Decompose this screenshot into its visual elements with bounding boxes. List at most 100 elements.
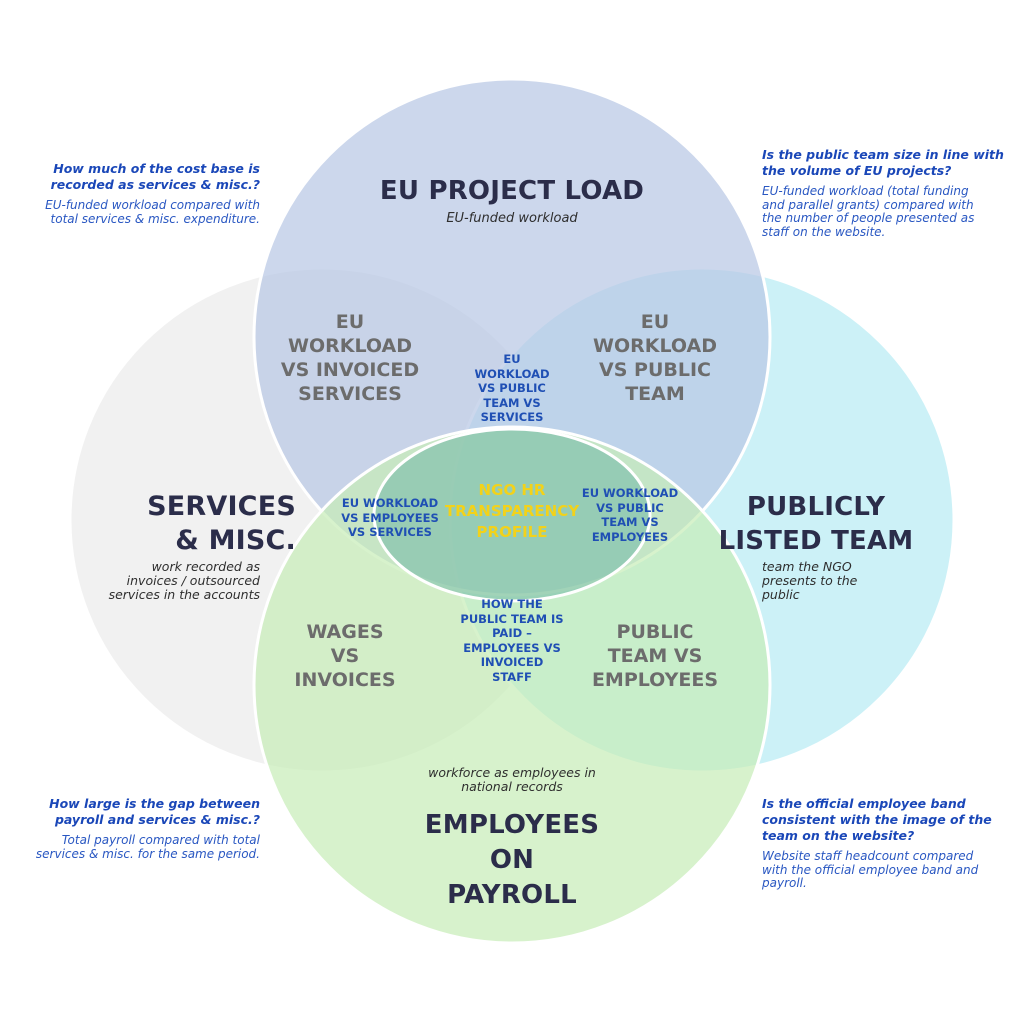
text-line: Is the public team size in line with xyxy=(762,147,1004,162)
employees-title-line1: EMPLOYEES xyxy=(424,810,600,840)
public-team-subtitle-line3: public xyxy=(762,587,800,602)
center-ngo-hr-transparency-profile: NGO HR TRANSPARENCY PROFILE xyxy=(432,480,592,543)
text-line: VS SERVICES xyxy=(348,525,432,539)
public-team-title-line1: PUBLICLY xyxy=(746,492,886,522)
employees-circle xyxy=(252,425,772,945)
services-title: SERVICES & MISC. xyxy=(90,490,296,558)
text-line: the volume of EU projects? xyxy=(762,163,952,178)
text-line: Total payroll compared with total xyxy=(61,833,260,847)
text-line: WORKLOAD xyxy=(592,335,717,357)
text-line: TEAM VS xyxy=(483,395,541,410)
text-line: EU-funded workload (total funding xyxy=(762,184,969,198)
text-line: NGO HR xyxy=(478,481,546,499)
eu-project-title: EU PROJECT LOAD xyxy=(379,176,645,206)
services-subtitle-line2: invoices / outsourced xyxy=(126,573,260,588)
text-line: TRANSPARENCY xyxy=(444,502,580,520)
text-line: EU xyxy=(335,311,365,333)
text-line: PUBLIC xyxy=(616,621,694,643)
public-team-subtitle-line1: team the NGO xyxy=(762,559,852,574)
text-line: How large is the gap between xyxy=(49,796,260,811)
services-subtitle: work recorded as invoices / outsourced s… xyxy=(60,560,260,602)
text-line: payroll. xyxy=(762,876,807,890)
text-line: VS PUBLIC xyxy=(478,381,546,395)
text-line: EU-funded workload compared with xyxy=(45,198,260,212)
services-subtitle-line1: work recorded as xyxy=(151,559,260,574)
public-team-title: PUBLICLY LISTED TEAM xyxy=(716,490,916,558)
text-line: WAGES xyxy=(306,621,384,643)
public-team-title-line2: LISTED TEAM xyxy=(718,526,914,556)
eu-project-subtitle: EU-funded workload xyxy=(446,211,578,226)
text-line: TEAM VS xyxy=(607,645,703,667)
text-line: and parallel grants) compared with xyxy=(762,197,974,212)
text-line: PAID – xyxy=(492,626,532,640)
text-line: PROFILE xyxy=(476,523,548,541)
text-line: SERVICES xyxy=(480,410,544,424)
employees-subtitle-line1: workforce as employees in xyxy=(428,765,596,780)
public-team-subtitle-line2: presents to the xyxy=(762,573,858,588)
employees-title-line2: ON xyxy=(489,845,535,875)
employees-title: EMPLOYEES ON PAYROLL xyxy=(362,808,662,913)
text-line: PUBLIC TEAM IS xyxy=(460,611,564,626)
text-line: services & misc. for the same period. xyxy=(35,846,260,861)
text-line: EU WORKLOAD xyxy=(581,486,679,500)
text-line: EU xyxy=(503,352,521,366)
text-line: TEAM VS xyxy=(601,515,659,529)
text-line: WORKLOAD xyxy=(474,366,550,381)
text-line: TEAM xyxy=(625,383,685,405)
public-team-subtitle: team the NGO presents to the public xyxy=(762,560,902,602)
text-line: Website staff headcount compared xyxy=(762,849,974,863)
text-line: the number of people presented as xyxy=(762,211,975,225)
text-line: WORKLOAD xyxy=(287,335,412,357)
text-line: EMPLOYEES xyxy=(591,669,719,691)
text-line: VS xyxy=(330,645,360,667)
text-line: EMPLOYEES xyxy=(591,529,669,544)
text-line: EU WORKLOAD xyxy=(341,496,439,510)
text-line: STAFF xyxy=(492,669,532,684)
text-line: Is the official employee band xyxy=(762,796,966,811)
text-line: team on the website? xyxy=(762,828,915,843)
text-line: HOW THE xyxy=(481,597,543,611)
text-line: consistent with the image of the xyxy=(762,812,992,827)
text-line: VS PUBLIC xyxy=(596,500,664,515)
text-line: VS INVOICED xyxy=(280,359,420,381)
employees-title-line3: PAYROLL xyxy=(447,880,577,910)
text-line: VS EMPLOYEES xyxy=(341,510,439,525)
text-line: INVOICES xyxy=(294,669,396,691)
employees-subtitle-line2: national records xyxy=(461,779,563,794)
text-line: How much of the cost base is xyxy=(53,161,260,176)
employees-subtitle: workforce as employees in national recor… xyxy=(362,766,662,794)
services-title-line2: & MISC. xyxy=(175,525,296,556)
text-line: INVOICED xyxy=(480,655,544,669)
services-subtitle-line3: services in the accounts xyxy=(108,587,260,602)
text-line: EU xyxy=(640,311,670,333)
text-line: staff on the website. xyxy=(762,224,886,239)
text-line: with the official employee band and xyxy=(762,862,979,877)
text-line: recorded as services & misc.? xyxy=(50,177,260,192)
text-line: SERVICES xyxy=(298,383,402,405)
text-line: payroll and services & misc.? xyxy=(54,812,260,827)
services-title-line1: SERVICES xyxy=(147,491,296,522)
text-line: total services & misc. expenditure. xyxy=(50,211,260,226)
text-line: VS PUBLIC xyxy=(599,359,711,381)
center-zone xyxy=(372,427,652,603)
